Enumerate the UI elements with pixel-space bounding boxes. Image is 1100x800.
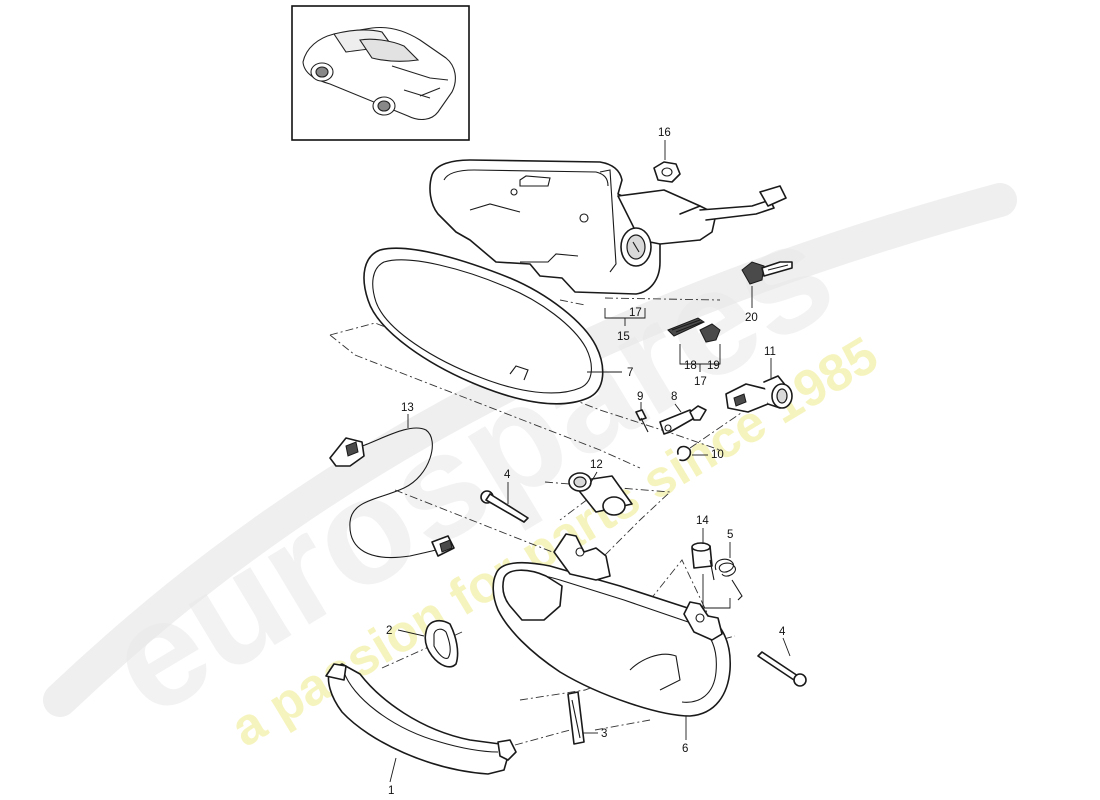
callout-10: 10 <box>711 449 724 461</box>
part-13-cable <box>329 427 455 559</box>
part-12-sleeve <box>568 472 633 516</box>
part-19-cap <box>699 323 721 343</box>
part-18-insert <box>667 317 706 337</box>
callout-20: 20 <box>745 312 758 324</box>
callout-labels: 16 20 17 15 18 19 17 7 11 9 8 10 13 12 4… <box>386 127 786 797</box>
callout-13: 13 <box>401 402 414 414</box>
part-6-handle-housing <box>492 533 731 717</box>
leader-lines <box>389 140 791 783</box>
callout-19: 19 <box>707 360 720 372</box>
part-1-handle-grip <box>325 663 517 775</box>
callout-4-lower: 4 <box>779 626 786 638</box>
part-9-screw <box>635 409 649 433</box>
car-thumbnail-icon <box>302 26 456 121</box>
callout-18: 18 <box>684 360 697 372</box>
part-7-gasket <box>363 247 604 405</box>
callout-12: 12 <box>590 459 603 471</box>
part-10-clip <box>676 445 692 462</box>
part-3-strip <box>567 691 585 745</box>
part-5-spring <box>709 558 743 601</box>
callout-5: 5 <box>727 529 733 541</box>
callout-2: 2 <box>386 625 392 637</box>
callout-9: 9 <box>637 391 643 403</box>
callout-17-upper: 17 <box>629 307 642 319</box>
callout-1: 1 <box>388 785 394 797</box>
part-20-key <box>741 261 793 285</box>
part-11-connector <box>725 375 793 413</box>
lock-cylinder <box>617 185 787 267</box>
callout-3: 3 <box>601 728 607 740</box>
part-16-nut <box>653 161 681 183</box>
part-8-bracket <box>659 405 707 435</box>
part-14-bushing <box>691 542 713 569</box>
part-2-seal <box>424 619 459 668</box>
callout-4-upper: 4 <box>504 469 511 481</box>
watermark: eurospares a passion for parts since 198… <box>43 183 1017 758</box>
callout-8: 8 <box>671 391 677 403</box>
callout-11: 11 <box>764 346 776 358</box>
callout-17-lower: 17 <box>694 376 707 388</box>
part-15-base-plate <box>429 159 661 295</box>
callout-15: 15 <box>617 331 630 343</box>
callout-6: 6 <box>682 743 688 755</box>
part-4-pin-lower <box>757 651 807 687</box>
callout-14: 14 <box>696 515 709 527</box>
callout-7: 7 <box>627 367 633 379</box>
callout-16: 16 <box>658 127 671 139</box>
part-4-pin-upper <box>480 490 529 523</box>
car-thumbnail <box>291 5 470 141</box>
